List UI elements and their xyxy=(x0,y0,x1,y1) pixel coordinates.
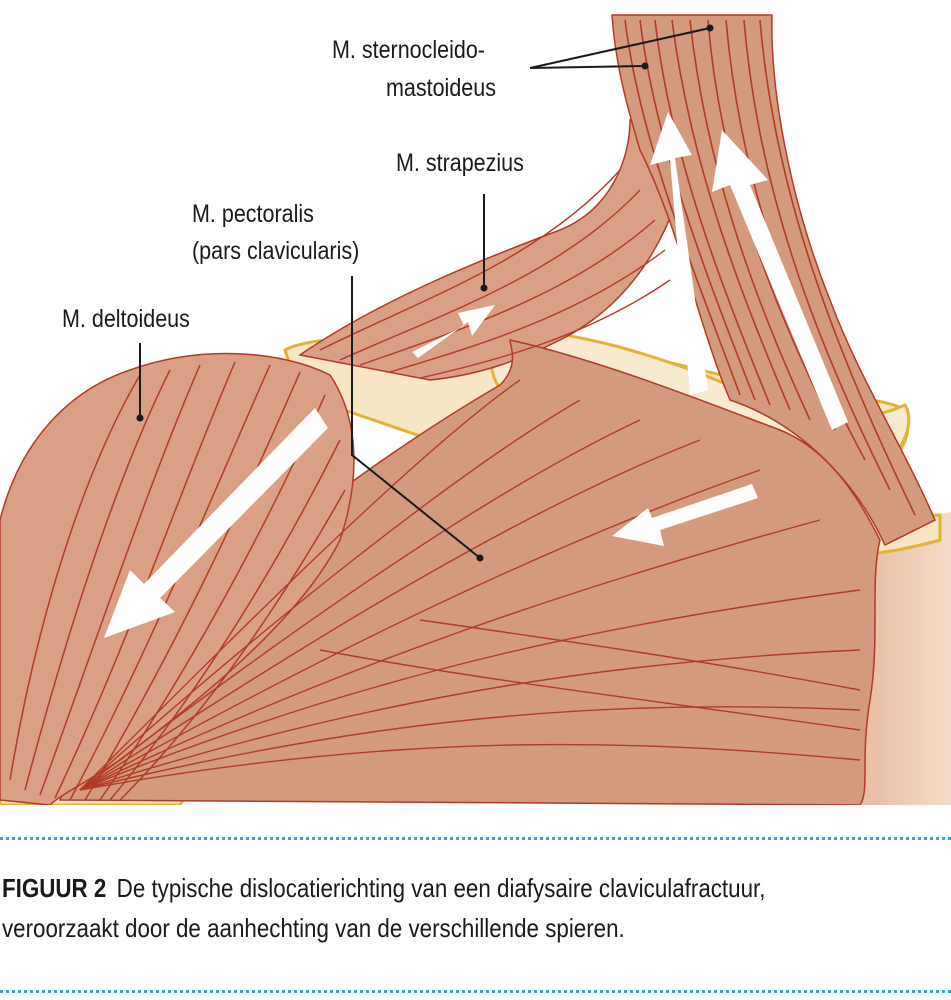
leader-dots xyxy=(136,24,714,562)
label-trapezius: M. strapezius xyxy=(396,149,524,177)
pectoralis-fibers xyxy=(79,379,861,791)
caption-separator-bottom xyxy=(0,990,951,993)
caption-line-1: De typische dislocatierichting van een d… xyxy=(116,873,766,903)
label-deltoideus: M. deltoideus xyxy=(62,305,190,333)
deltoid-arrow xyxy=(104,408,328,638)
figure-caption: FIGUUR 2 De typische dislocatierichting v… xyxy=(2,868,948,948)
trapezius-arrow xyxy=(412,305,495,358)
scm-arrow-left xyxy=(650,112,708,395)
figure-number: FIGUUR 2 xyxy=(2,873,107,903)
scm-arrow-right xyxy=(712,130,848,430)
caption-line-2: veroorzaakt door de aanhechting van de v… xyxy=(2,913,625,943)
dislocation-arrows xyxy=(104,112,848,638)
caption-separator-top xyxy=(0,837,951,840)
label-pectoralis-1: M. pectoralis xyxy=(192,200,314,228)
leader-lines xyxy=(139,27,711,559)
pectoralis-arrow xyxy=(612,484,758,546)
label-sternocleidomastoideus-1: M. sternocleido- xyxy=(332,36,485,64)
shoulder-muscle-illustration xyxy=(0,14,951,805)
trapezius-fibers xyxy=(319,169,671,379)
label-pectoralis-2: (pars clavicularis) xyxy=(192,237,360,265)
label-sternocleidomastoideus-2: mastoideus xyxy=(386,74,496,102)
